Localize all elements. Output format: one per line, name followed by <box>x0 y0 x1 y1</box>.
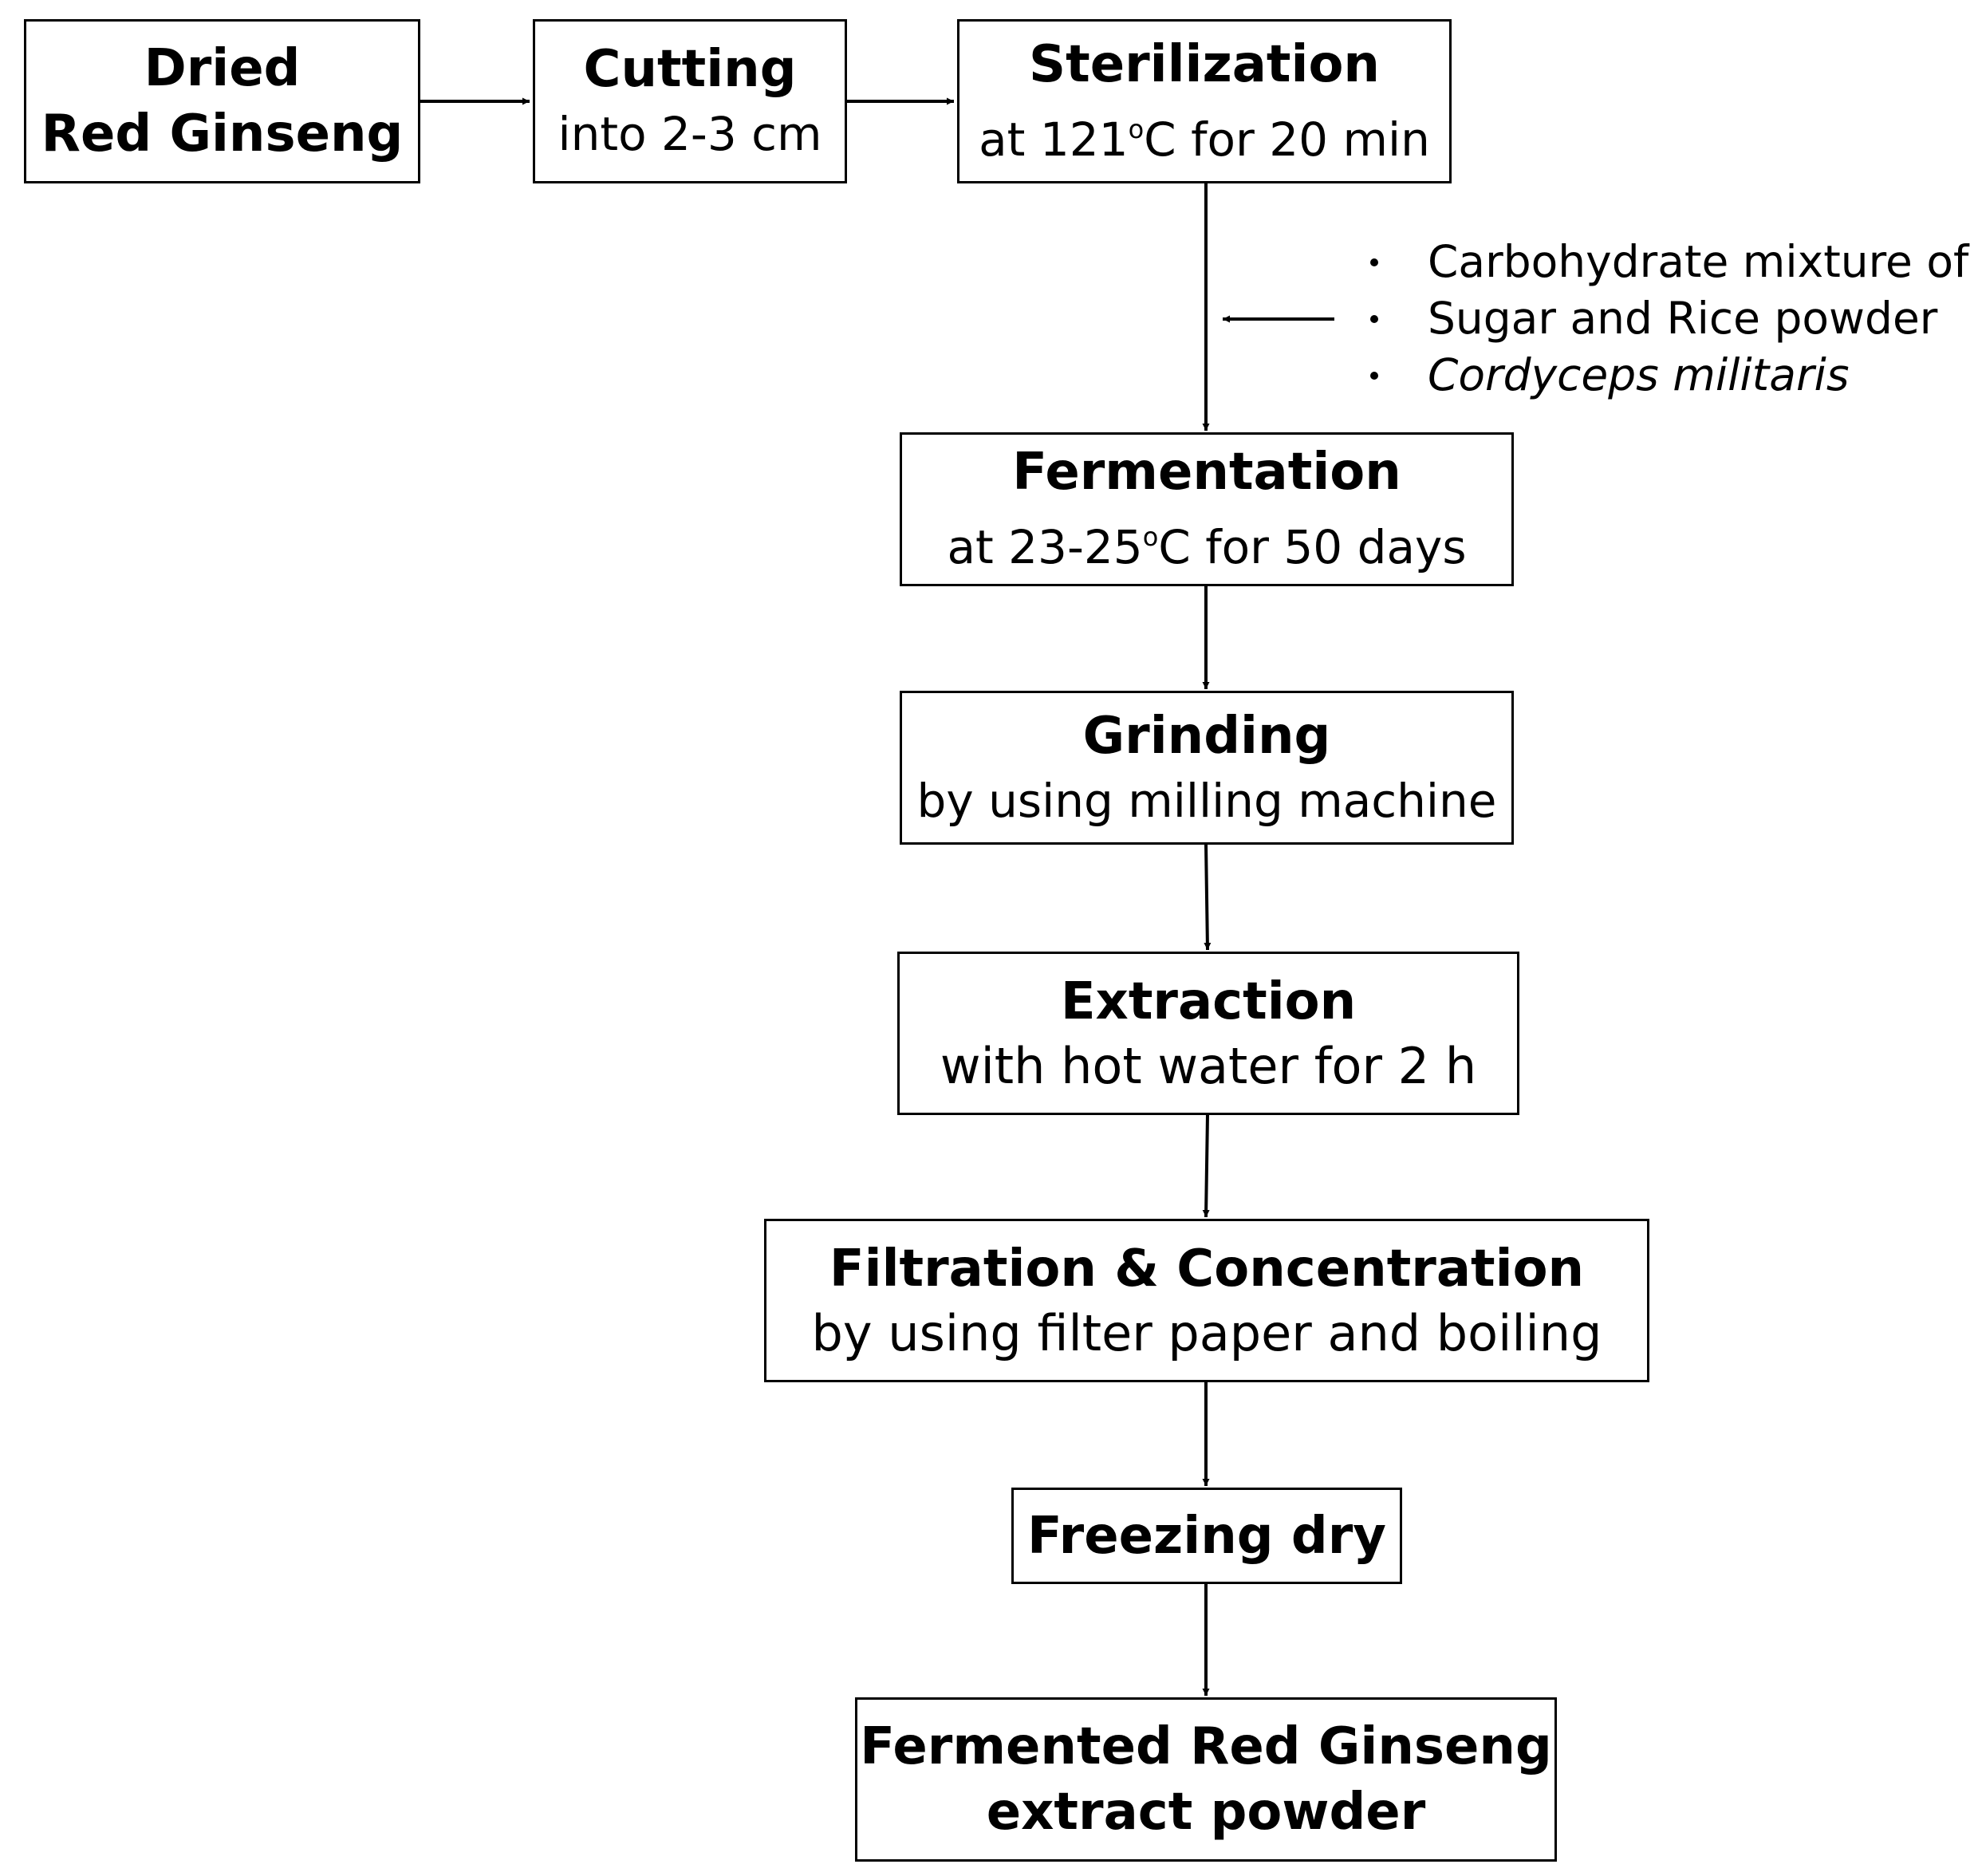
detail-text-after-degree: C for 20 min <box>1144 112 1430 167</box>
arrow-grinding-to-extraction <box>1204 843 1212 951</box>
step-dried-red-ginseng: Dried Red Ginseng <box>24 19 420 183</box>
arrow-extraction-to-filtration <box>1202 1113 1210 1218</box>
step-title: Filtration & Concentration <box>829 1239 1585 1299</box>
step-extraction: Extraction with hot water for 2 h <box>897 952 1519 1115</box>
step-detail: by using filter paper and boiling <box>811 1303 1602 1362</box>
step-title-line2: Red Ginseng <box>41 104 404 164</box>
degree-symbol: o <box>1128 113 1145 144</box>
step-title: Dried <box>144 39 301 98</box>
step-title: Grinding <box>1082 706 1331 766</box>
bullet-icon <box>1370 372 1378 380</box>
step-detail: at 23-25oC for 50 days <box>947 505 1466 579</box>
detail-text-after-degree: C for 50 days <box>1158 520 1467 574</box>
step-title: Extraction <box>1060 972 1357 1031</box>
addition-carbohydrate: Carbohydrate mixture of <box>1428 236 1969 287</box>
step-filtration-concentration: Filtration & Concentration by using filt… <box>764 1219 1649 1382</box>
step-freezing-dry: Freezing dry <box>1011 1488 1402 1584</box>
step-grinding: Grinding by using milling machine <box>900 691 1514 845</box>
addition-cordyceps: Cordyceps militaris <box>1428 349 1850 400</box>
step-title: Cutting <box>583 40 797 99</box>
step-title-line2: extract powder <box>986 1783 1426 1842</box>
step-sterilization: Sterilization at 121oC for 20 min <box>957 19 1452 183</box>
step-detail: by using milling machine <box>916 773 1497 828</box>
step-title: Sterilization <box>1029 34 1380 94</box>
step-final-product: Fermented Red Ginseng extract powder <box>855 1697 1557 1862</box>
detail-text-before-degree: at 121 <box>979 112 1129 167</box>
step-detail: into 2-3 cm <box>558 107 822 161</box>
bullet-icon <box>1370 315 1378 323</box>
step-detail: with hot water for 2 h <box>940 1036 1477 1095</box>
addition-sugar-rice: Sugar and Rice powder <box>1428 293 1938 344</box>
step-title: Freezing dry <box>1027 1506 1386 1566</box>
detail-text-before-degree: at 23-25 <box>947 520 1143 574</box>
step-title: Fermentation <box>1012 443 1401 502</box>
step-title: Fermented Red Ginseng <box>860 1717 1552 1776</box>
step-detail: at 121oC for 20 min <box>979 97 1430 171</box>
step-fermentation: Fermentation at 23-25oC for 50 days <box>900 432 1514 586</box>
step-cutting: Cutting into 2-3 cm <box>533 19 847 183</box>
bullet-icon <box>1370 258 1378 266</box>
degree-symbol: o <box>1142 522 1159 552</box>
